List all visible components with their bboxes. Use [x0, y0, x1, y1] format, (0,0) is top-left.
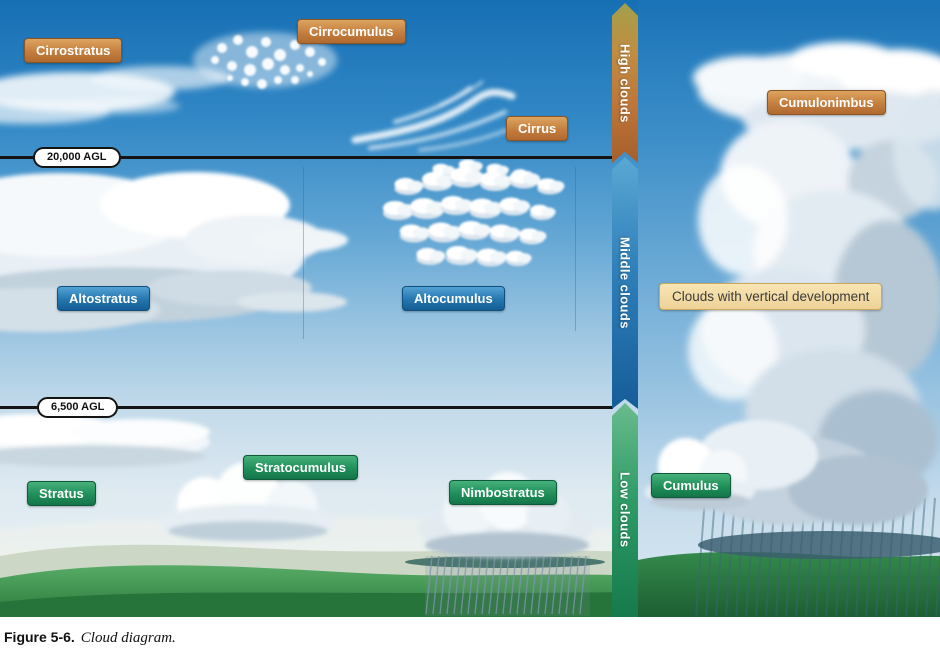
- label-stratocumulus: Stratocumulus: [243, 455, 359, 480]
- figure-number: Figure 5-6.: [4, 629, 75, 645]
- label-cumulonimbus: Cumulonimbus: [767, 90, 886, 115]
- label-cirrus: Cirrus: [506, 116, 569, 141]
- left-sky-panel: [0, 0, 638, 617]
- left-panel-graphics: [0, 32, 638, 617]
- cloud-diagram-canvas: 20,000 AGL 6,500 AGL High clouds Middle …: [0, 0, 940, 617]
- label-cumulus: Cumulus: [651, 473, 731, 498]
- altitude-line-6500: [0, 406, 613, 409]
- label-clouds-with-vertical-development: Clouds with vertical development: [659, 283, 883, 310]
- right-ground: [638, 552, 940, 617]
- cirrus-cloud-graphic: [351, 80, 524, 152]
- label-cirrostratus: Cirrostratus: [24, 38, 123, 63]
- label-altostratus: Altostratus: [57, 286, 150, 311]
- band-low-clouds-label: Low clouds: [617, 472, 633, 548]
- label-nimbostratus: Nimbostratus: [449, 480, 557, 505]
- label-cirrocumulus: Cirrocumulus: [297, 19, 406, 44]
- figure-title: Cloud diagram.: [80, 630, 176, 646]
- figure-caption: Figure 5-6. Cloud diagram.: [0, 617, 940, 658]
- cirrocumulus-cloud-graphic: [193, 32, 337, 89]
- band-high-clouds-label: High clouds: [617, 43, 633, 123]
- cumulonimbus-base-shelf: [698, 531, 940, 559]
- altitude-line-20000: [0, 156, 613, 159]
- altitude-label-6500: 6,500 AGL: [37, 397, 119, 418]
- band-middle-clouds-label: Middle clouds: [617, 237, 633, 329]
- band-high-clouds: High clouds: [612, 3, 638, 163]
- nimbostratus-rain-shaft: [405, 555, 605, 616]
- label-altocumulus: Altocumulus: [402, 286, 505, 311]
- cirrostratus-cloud-graphic: [0, 66, 230, 124]
- altostratus-cloud-graphic: [0, 172, 348, 332]
- altitude-label-20000: 20,000 AGL: [33, 147, 121, 168]
- altocumulus-cloud-graphic: [383, 159, 565, 267]
- reference-gridline-right: [575, 167, 576, 331]
- stratus-cloud-graphic: [0, 414, 210, 467]
- band-low-clouds: Low clouds: [612, 403, 638, 617]
- stratocumulus-cloud-graphic: [160, 462, 336, 541]
- label-stratus: Stratus: [27, 481, 96, 506]
- band-middle-clouds: Middle clouds: [612, 157, 638, 409]
- reference-gridline-left: [303, 167, 304, 339]
